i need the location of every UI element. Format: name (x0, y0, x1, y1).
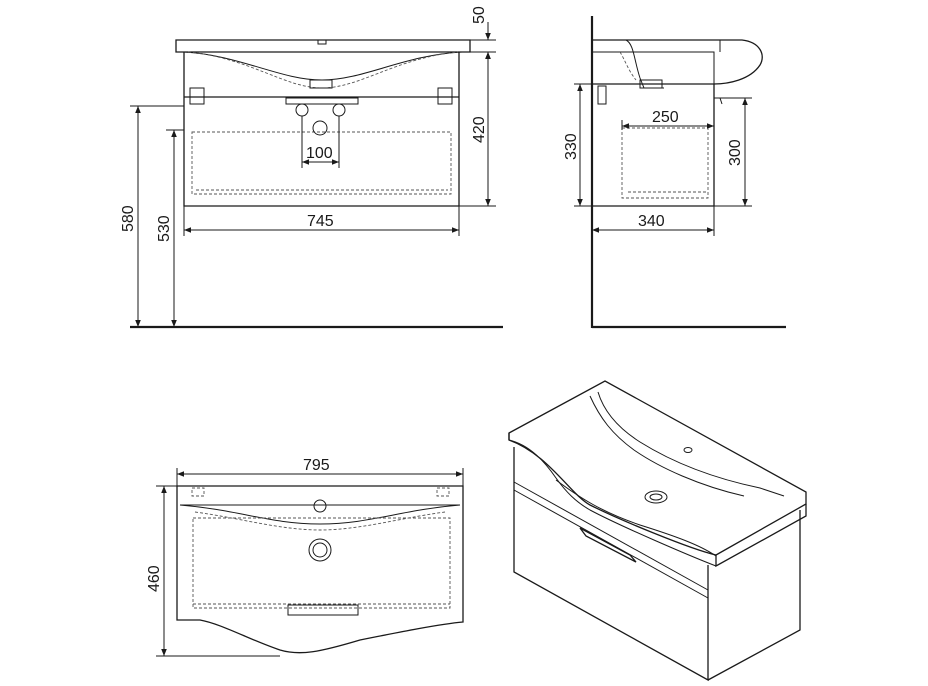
dim-side-cabinet-height: 330 (563, 83, 592, 207)
dim-side-drawer-height: 300 (714, 97, 752, 207)
side-basin-section (592, 39, 763, 89)
top-view: 795 460 (146, 457, 464, 657)
dim-label-580: 580 (120, 205, 137, 232)
dim-label-420: 420 (471, 116, 488, 143)
dim-label-50: 50 (471, 6, 488, 24)
dim-label-330: 330 (563, 133, 580, 160)
dim-front-top-thickness: 50 (470, 6, 496, 70)
dim-front-cabinet-bottom: 530 (156, 129, 184, 327)
dim-label-100: 100 (306, 145, 333, 162)
dim-label-795: 795 (303, 457, 330, 474)
dim-front-tap-spacing: 100 (301, 116, 340, 168)
dim-top-width: 795 (176, 457, 464, 486)
dim-label-340: 340 (638, 213, 665, 230)
dim-side-cabinet-depth: 340 (592, 206, 715, 236)
top-basin-outline (176, 485, 464, 654)
front-view: 50 420 100 745 580 (120, 6, 503, 329)
side-cabinet (592, 83, 723, 207)
dim-label-460: 460 (146, 565, 163, 592)
dim-label-300: 300 (727, 139, 744, 166)
dim-side-drawer-depth: 250 (621, 109, 714, 130)
dim-label-250: 250 (652, 109, 679, 126)
dim-label-745: 745 (307, 213, 334, 230)
dim-label-530: 530 (156, 215, 173, 242)
dim-front-cabinet-height: 420 (459, 52, 496, 207)
dim-front-total-height: 580 (120, 105, 184, 327)
isometric-view (508, 380, 807, 682)
dim-front-cabinet-width: 745 (183, 206, 460, 236)
dim-top-depth: 460 (146, 485, 280, 657)
side-view: 330 250 300 340 (563, 16, 786, 329)
front-cabinet (183, 52, 460, 207)
front-basin-top (175, 39, 471, 89)
